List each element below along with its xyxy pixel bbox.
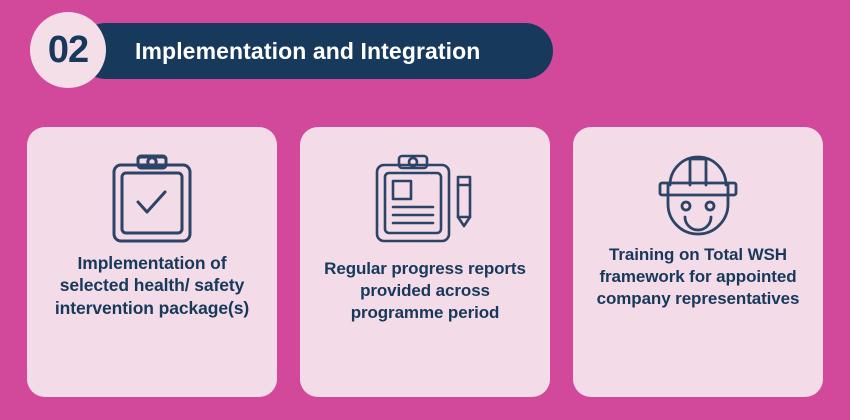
card-training-label: Training on Total WSH framework for appo… xyxy=(596,245,800,308)
card-training[interactable]: Training on Total WSH framework for appo… xyxy=(573,127,823,397)
card-implementation-label: Implementation of selected health/ safet… xyxy=(54,253,250,318)
card-progress-reports-label: Regular progress reports provided across… xyxy=(324,259,526,322)
card-progress-reports[interactable]: Regular progress reports provided across… xyxy=(300,127,550,397)
step-number-label: 02 xyxy=(47,29,89,71)
card-list: Implementation of selected health/ safet… xyxy=(0,127,850,399)
card-implementation[interactable]: Implementation of selected health/ safet… xyxy=(27,127,277,397)
clipboard-check-icon xyxy=(110,151,194,246)
page-title: Implementation and Integration xyxy=(135,38,481,64)
step-header: Implementation and Integration 02 xyxy=(0,0,850,105)
clipboard-pencil-report-icon xyxy=(374,151,476,246)
hard-hat-worker-face-icon xyxy=(652,147,744,242)
header-bar xyxy=(78,23,553,79)
step-number-badge: 02 xyxy=(30,12,106,88)
